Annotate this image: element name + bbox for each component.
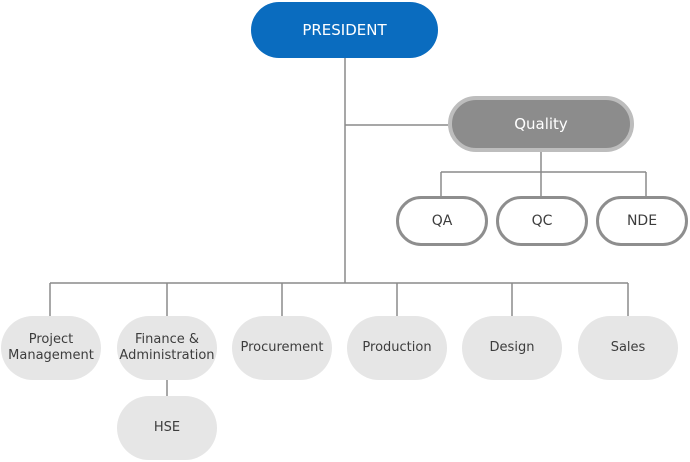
dept-design: Design xyxy=(462,316,562,380)
dept-label: Production xyxy=(362,340,432,356)
dept-label: Procurement xyxy=(240,340,324,356)
quality-label: Quality xyxy=(514,115,568,133)
dept-finance-administration: Finance & Administration xyxy=(117,316,217,380)
qa-node: QA xyxy=(396,196,488,246)
dept-sales: Sales xyxy=(578,316,678,380)
dept-label: Project Management xyxy=(8,332,94,363)
dept-label: Sales xyxy=(610,340,646,356)
president-node: PRESIDENT xyxy=(251,2,438,58)
hse-label: HSE xyxy=(153,420,181,436)
nde-node: NDE xyxy=(596,196,688,246)
qc-node: QC xyxy=(496,196,588,246)
qa-label: QA xyxy=(431,212,453,229)
dept-label: Design xyxy=(489,340,535,356)
dept-project-management: Project Management xyxy=(1,316,101,380)
nde-label: NDE xyxy=(626,212,658,229)
dept-label: Finance & Administration xyxy=(119,332,215,363)
dept-procurement: Procurement xyxy=(232,316,332,380)
president-label: PRESIDENT xyxy=(302,21,387,39)
quality-node: Quality xyxy=(448,96,634,152)
hse-node: HSE xyxy=(117,396,217,460)
dept-production: Production xyxy=(347,316,447,380)
qc-label: QC xyxy=(531,212,553,229)
